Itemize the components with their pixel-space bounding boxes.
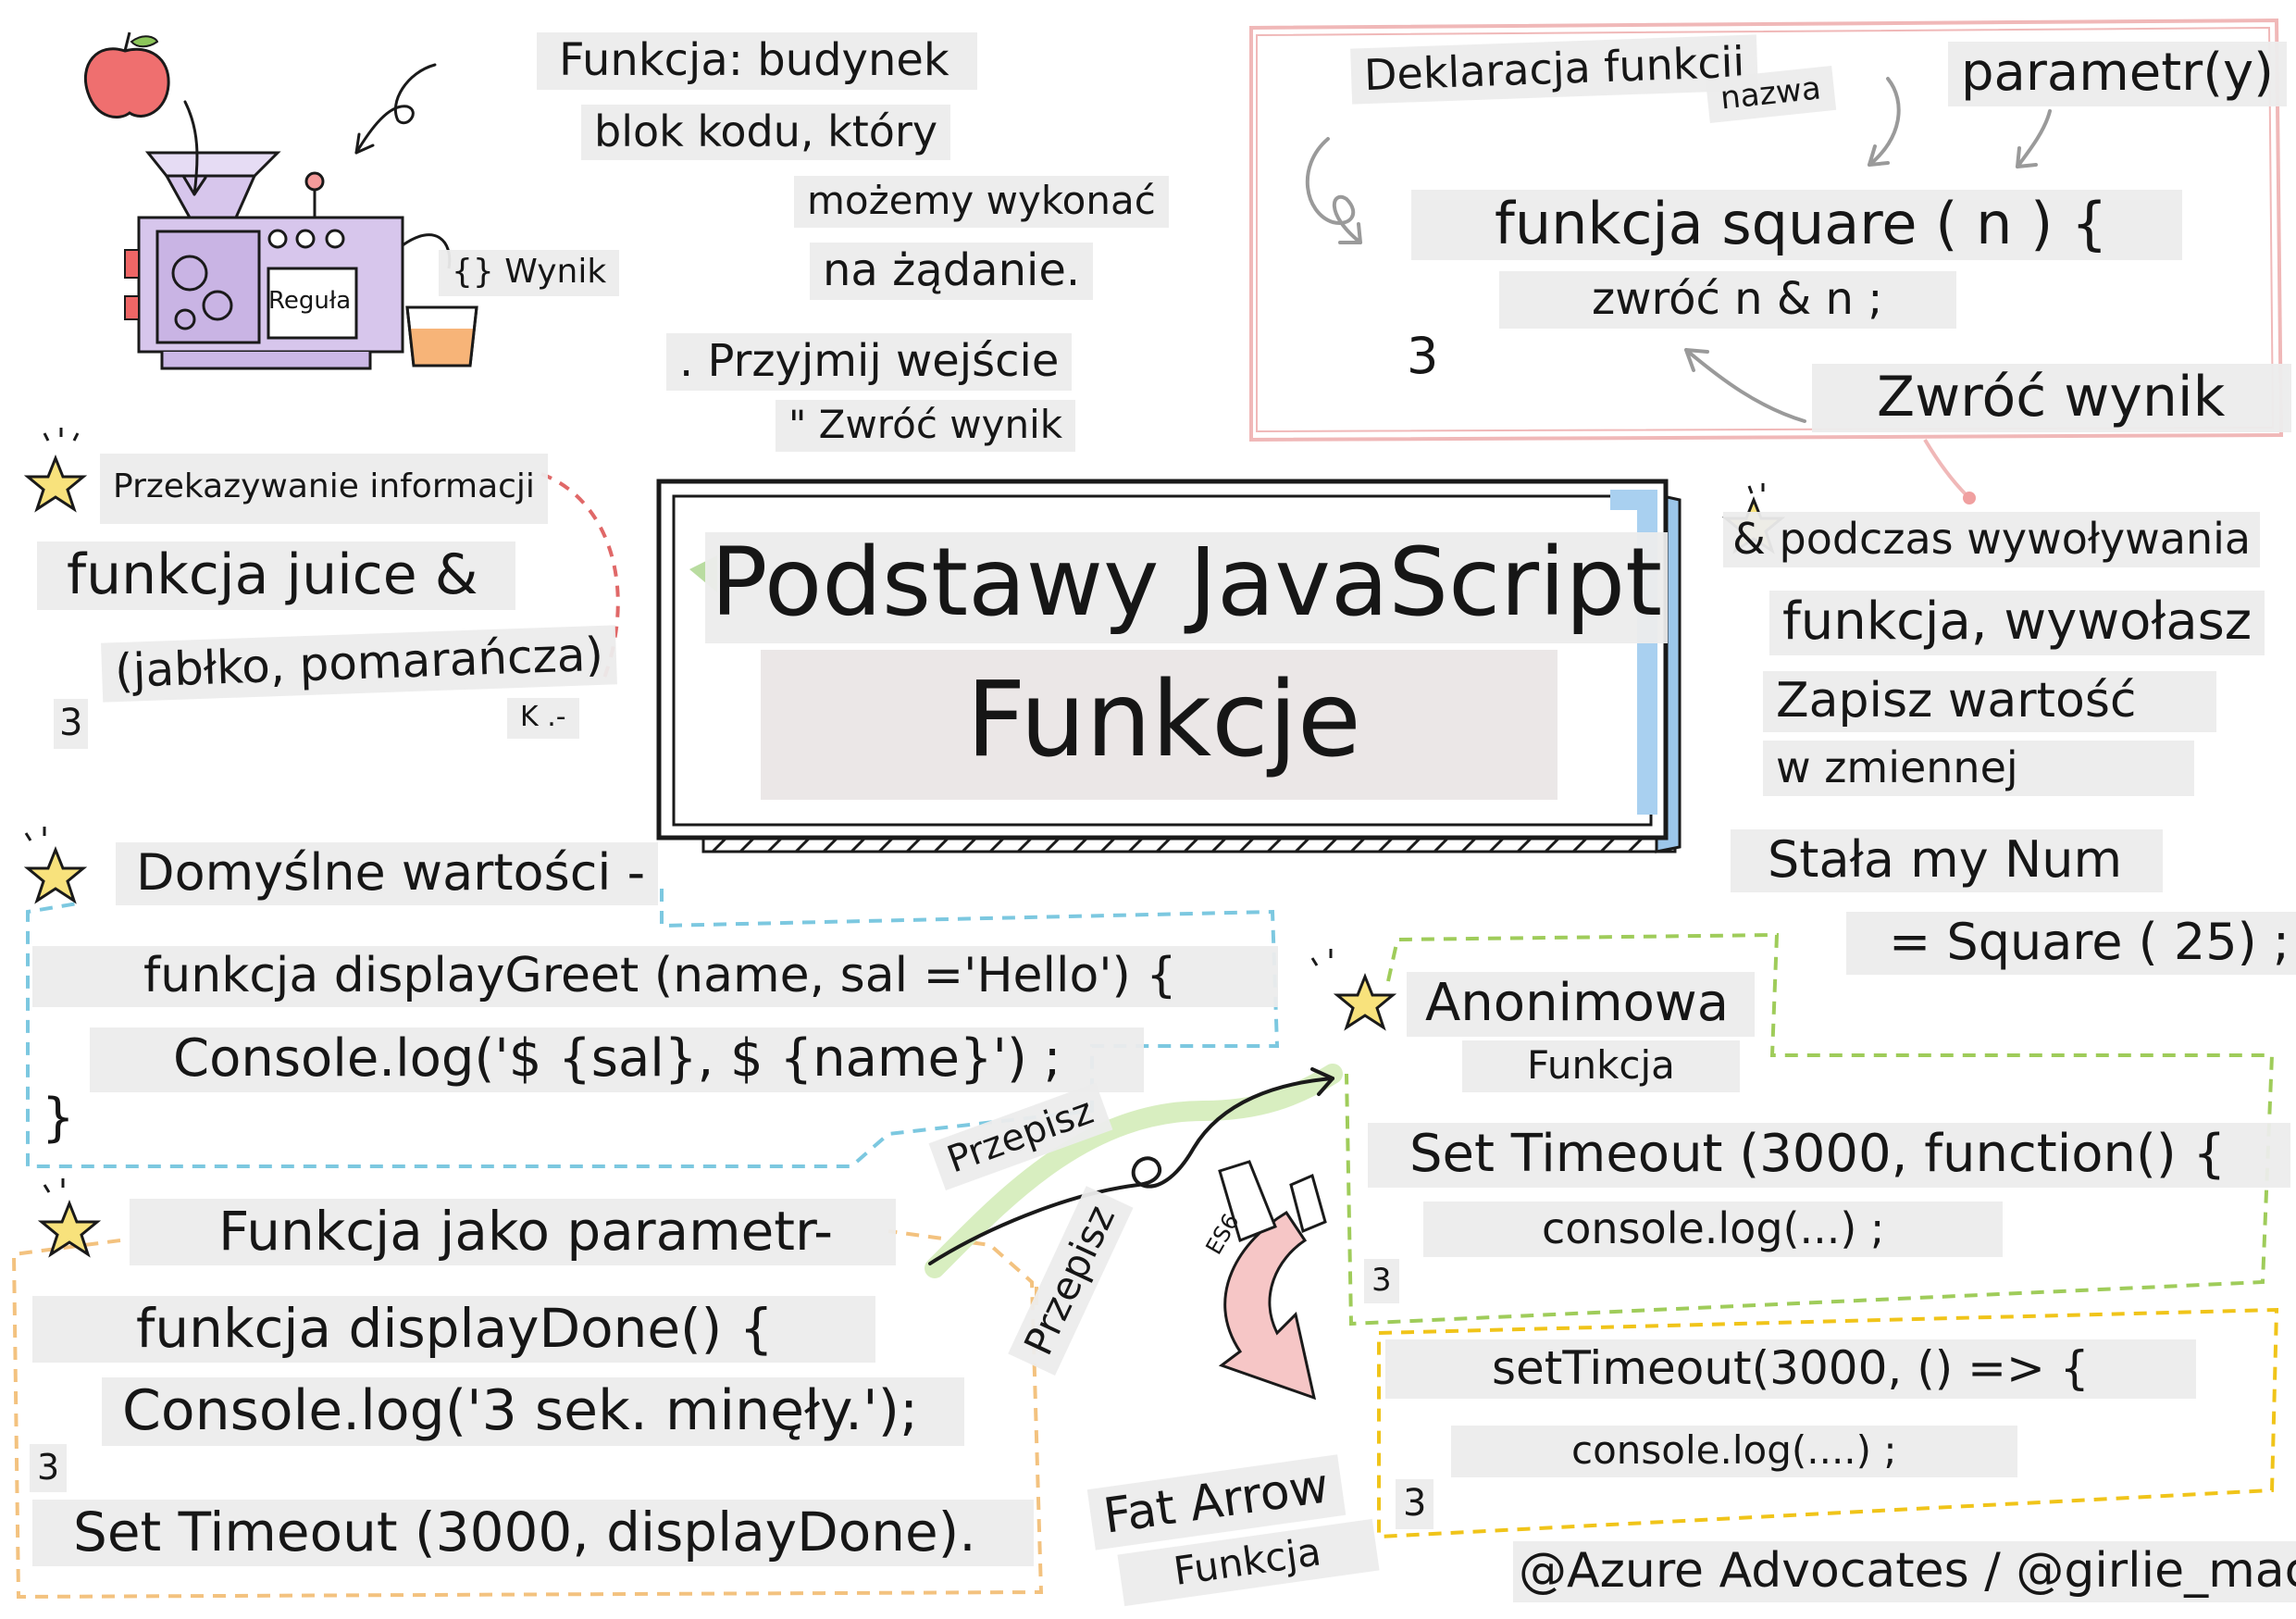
credits: @Azure Advocates / @girlie_mac	[1513, 1541, 2296, 1602]
anonymous-heading-1: Anonimowa	[1407, 972, 1756, 1037]
calling-line-3: Zapisz wartość	[1763, 671, 2216, 732]
output-label: {} Wynik	[439, 250, 620, 296]
arrow-code-line-2: console.log(....) ;	[1451, 1426, 2017, 1477]
as-param-code-line-1: funkcja displayDone() {	[32, 1296, 875, 1363]
anonymous-closing: 3	[1364, 1259, 1399, 1303]
calling-line-4: w zmiennej	[1763, 741, 2194, 796]
as-param-code-line-2: Console.log('3 sek. minęły.');	[102, 1377, 965, 1446]
calling-code-line-1: Stała my Num	[1731, 829, 2164, 892]
passing-star-icon	[23, 428, 88, 513]
defaults-code-line-2: Console.log('$ {sal}, $ {name}') ;	[90, 1027, 1145, 1092]
declaration-return-label: Zwróć wynik	[1812, 364, 2292, 432]
anonymous-star-icon	[1310, 949, 1397, 1031]
declaration-params-label: parametr(y)	[1948, 42, 2288, 106]
passing-mark: K .-	[507, 698, 579, 739]
defaults-code-line-1: funkcja displayGreet (name, sal ='Hello'…	[32, 946, 1279, 1007]
definition-input: . Przyjmij wejście	[666, 333, 1073, 391]
anonymous-heading-2: Funkcja	[1462, 1040, 1740, 1092]
es6-curved-arrow-icon	[1218, 1160, 1327, 1401]
declaration-arrows	[1305, 77, 2052, 423]
calling-line-2: funkcja, wywołasz	[1769, 591, 2265, 655]
passing-code-line-1: funkcja juice &	[37, 542, 515, 610]
calling-code-line-2: = Square ( 25) ;	[1846, 912, 2296, 975]
passing-heading: Przekazywanie informacji	[100, 454, 548, 524]
declaration-code-line-1: funkcja square ( n ) {	[1411, 190, 2182, 260]
declaration-closing: 3	[1407, 327, 1439, 385]
definition-line-2: blok kodu, który	[581, 105, 951, 160]
defaults-heading: Domyślne wartości -	[116, 842, 659, 905]
defaults-closing: }	[42, 1088, 75, 1148]
title-line-1: Podstawy JavaScript	[705, 532, 1669, 643]
anonymous-code-line-1: Set Timeout (3000, function() {	[1368, 1123, 2291, 1188]
rule-label: Reguła	[268, 287, 352, 315]
as-param-heading: Funkcja jako parametr-	[130, 1199, 897, 1265]
arrow-frame	[1377, 1307, 2279, 1539]
arrow-code-line-1: setTimeout(3000, () => {	[1385, 1339, 2196, 1399]
anonymous-code-line-2: console.log(...) ;	[1423, 1202, 2004, 1257]
apple-icon	[83, 31, 170, 119]
as-param-star-icon	[37, 1178, 102, 1258]
arrow-closing: 3	[1396, 1479, 1434, 1529]
as-param-closing: 3	[30, 1444, 68, 1492]
definition-line-3: możemy wykonać	[794, 176, 1169, 228]
declaration-code-line-2: zwróć n & n ;	[1499, 271, 1957, 329]
as-param-frame	[11, 1229, 1044, 1600]
function-machine-icon	[124, 151, 452, 370]
defaults-star-icon	[23, 827, 88, 904]
definition-output: " Zwróć wynik	[776, 400, 1076, 452]
anonymous-frame	[1345, 932, 2275, 1326]
as-param-code-line-3: Set Timeout (3000, displayDone).	[32, 1500, 1034, 1566]
rewrite-arrow-icon	[925, 1064, 1343, 1278]
definition-line-1: Funkcja: budynek	[537, 32, 977, 90]
definition-line-4: na żądanie.	[810, 243, 1094, 300]
title-line-2: Funkcje	[761, 650, 1558, 800]
juice-glass-icon	[405, 305, 478, 367]
passing-closing: 3	[54, 699, 89, 749]
calling-line-1: & podczas wywoływania	[1723, 512, 2261, 567]
machine-arrows	[181, 63, 437, 196]
